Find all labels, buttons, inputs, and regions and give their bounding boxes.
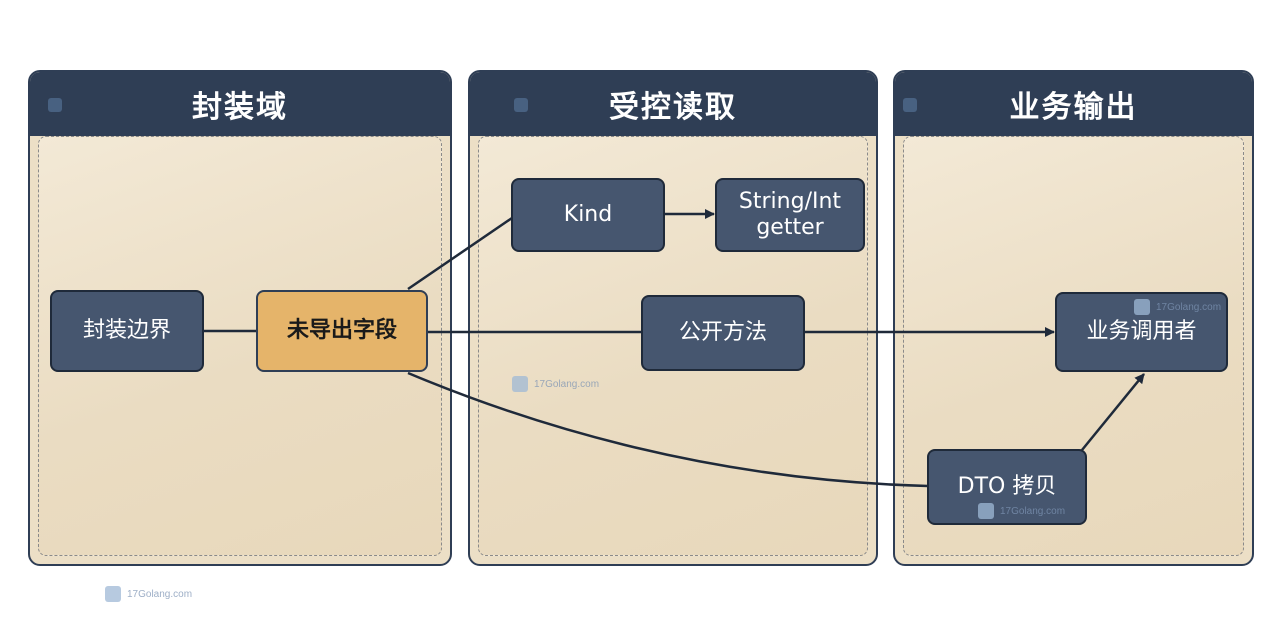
node-encapsulation-boundary[interactable]: 封装边界 [50,290,204,372]
node-kind[interactable]: Kind [511,178,665,252]
watermark-logo-icon [105,586,121,602]
logo-icon [903,98,917,112]
node-public-methods[interactable]: 公开方法 [641,295,805,371]
panel-title: 业务输出 [895,72,1252,136]
logo-icon [48,98,62,112]
watermark-logo-icon [978,503,994,519]
node-string-int-getter[interactable]: String/Int getter [715,178,865,252]
edge-fields-to-dto [407,371,929,488]
edge-dto-to-caller [1081,373,1145,451]
logo-icon [514,98,528,112]
watermark-logo-icon [512,376,528,392]
node-dto-copy[interactable]: DTO 拷贝 [927,449,1087,525]
watermark-logo-icon [1134,299,1150,315]
watermark: 17Golang.com [512,376,599,392]
watermark: 17Golang.com [105,586,192,602]
panel-title: 受控读取 [470,72,876,136]
watermark: 17Golang.com [978,503,1065,519]
panel-title: 封装域 [30,72,450,136]
edge-fields-to-kind [407,216,513,291]
node-unexported-fields[interactable]: 未导出字段 [256,290,428,372]
watermark: 17Golang.com [1134,299,1221,315]
